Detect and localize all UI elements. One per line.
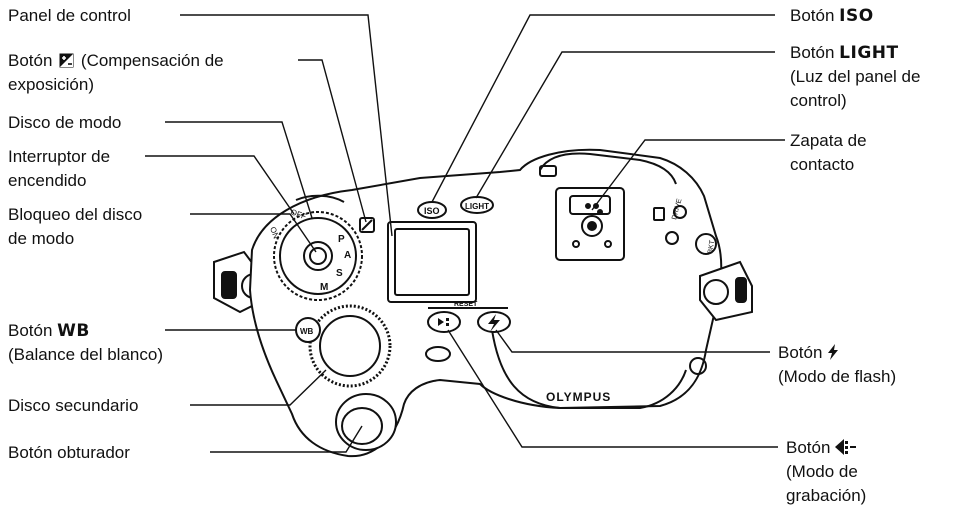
wb-key-text: WB (57, 321, 90, 341)
control-panel-lcd (387, 221, 477, 303)
label-sub-dial: Disco secundario (8, 396, 139, 415)
iso-key-text: ISO (839, 6, 874, 26)
mode-p-text: P (338, 234, 345, 245)
camera-brand-text: OLYMPUS (546, 390, 611, 404)
label-iso-button: Botón ISO (790, 6, 874, 26)
camera-on-text: ON (268, 226, 281, 241)
mode-s-text: S (336, 268, 343, 279)
label-exposure-button: Botón (Compensación de (8, 51, 224, 70)
label-light-button-line2: (Luz del panel de (790, 67, 921, 86)
leader-flash (495, 329, 770, 353)
leader-exposure (298, 59, 367, 223)
record-button-glyph (438, 318, 449, 326)
label-hot-shoe: Zapata de (790, 131, 867, 150)
leader-hot-shoe (591, 139, 785, 211)
leader-record (447, 329, 778, 448)
hot-shoe-drawing (555, 187, 625, 261)
flash-icon (828, 344, 839, 360)
camera-reset-text: RESET (454, 301, 478, 308)
leader-power (145, 155, 295, 215)
label-record-button: Botón (786, 437, 857, 458)
label-mode-lock: Bloqueo del disco (8, 205, 143, 224)
leader-mode-lock (190, 213, 317, 253)
leader-light (475, 51, 775, 199)
mode-a-text: A (344, 250, 351, 261)
label-mode-lock-line2: de modo (8, 229, 75, 248)
light-key-text: LIGHT (839, 43, 899, 63)
camera-bkt-text: BKT (707, 239, 716, 254)
camera-iso-text: ISO (424, 206, 440, 216)
camera-light-text: LIGHT (465, 202, 489, 211)
label-wb-button-line2: (Balance del blanco) (8, 345, 163, 364)
label-hot-shoe-line2: contacto (790, 155, 855, 174)
leader-mode-dial (165, 121, 313, 219)
label-light-button-line3: control) (790, 91, 847, 110)
mode-m-text: M (320, 282, 328, 293)
right-strap-lug (699, 260, 753, 322)
label-shutter-button: Botón obturador (8, 443, 130, 462)
leader-shutter (210, 425, 363, 453)
label-control-panel: Panel de control (8, 6, 131, 25)
label-exposure-button-line2: exposición) (8, 75, 94, 94)
label-flash-button-line2: (Modo de flash) (778, 367, 897, 386)
camera-wb-text: WB (300, 327, 314, 336)
label-power-switch-line2: encendido (8, 171, 87, 190)
mode-dial-drawing (273, 194, 363, 301)
label-flash-button: Botón (778, 342, 839, 363)
label-wb-button: Botón WB (8, 321, 90, 341)
label-record-button-line2: (Modo de (786, 462, 858, 481)
sub-dial-drawing (308, 304, 392, 388)
leader-control-panel (180, 14, 393, 237)
record-mode-icon (835, 439, 857, 455)
exposure-compensation-icon (59, 53, 74, 68)
leader-sub-dial (190, 369, 327, 406)
shutter-drawing (335, 393, 397, 451)
label-power-switch: Interruptor de (8, 147, 111, 166)
label-mode-dial: Disco de modo (8, 113, 122, 132)
leader-iso (431, 14, 775, 203)
label-record-button-line3: grabación) (786, 486, 867, 505)
flash-button-glyph (488, 314, 500, 332)
label-light-button: Botón LIGHT (790, 43, 899, 63)
